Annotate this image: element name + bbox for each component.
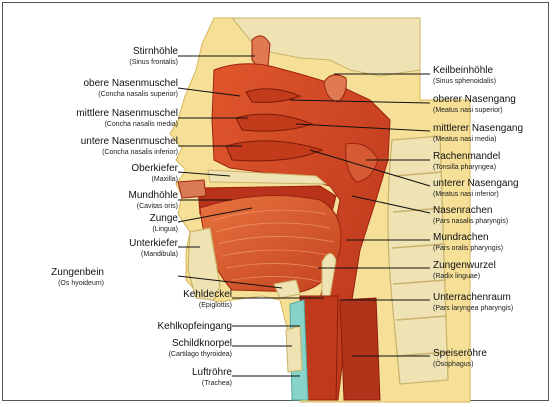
label-oberer-nasengang-main: oberer Nasengang (433, 95, 516, 105)
label-zungenbein: Zungenbein (Os hyoideum) (51, 268, 104, 289)
label-unterer-nasengang-main: unterer Nasengang (433, 179, 519, 189)
label-schildknorpel-sub: (Cartilago thyroidea) (169, 350, 232, 360)
esophagus-tube (340, 298, 380, 400)
label-nasenrachen: Nasenrachen (Pars nasalis pharyngis) (433, 206, 508, 227)
label-unterkiefer: Unterkiefer (Mandibula) (129, 239, 178, 260)
label-kehldeckel: Kehldeckel (Epiglottis) (183, 290, 232, 311)
label-unterer-nasengang-sub: (Meatus nasi inferior) (433, 190, 519, 200)
label-unterkiefer-main: Unterkiefer (129, 239, 178, 249)
label-nasenrachen-sub: (Pars nasalis pharyngis) (433, 217, 508, 227)
label-mundrachen: Mundrachen (Pars oralis pharyngis) (433, 233, 503, 254)
label-speiseroehre: Speiseröhre (Ösophagus) (433, 349, 487, 370)
label-oberer-nasengang-sub: (Meatus nasi superior) (433, 106, 516, 116)
label-mittlere-nasenmuschel-main: mittlere Nasenmuschel (76, 109, 178, 119)
label-keilbeinhoehle-sub: (Sinus sphenoidalis) (433, 77, 496, 87)
label-untere-nasenmuschel-main: untere Nasenmuschel (81, 137, 178, 147)
label-luftroehre: Luftröhre (Trachea) (192, 368, 232, 389)
label-untere-nasenmuschel-sub: (Concha nasalis inferior) (81, 148, 178, 158)
label-speiseroehre-sub: (Ösophagus) (433, 360, 487, 370)
label-luftroehre-main: Luftröhre (192, 368, 232, 378)
label-schildknorpel: Schildknorpel (Cartilago thyroidea) (169, 339, 232, 360)
label-zungenbein-main: Zungenbein (51, 268, 104, 278)
label-mittlerer-nasengang-sub: (Meatus nasi media) (433, 135, 523, 145)
label-mundhoehle: Mundhöhle (Cavitas oris) (129, 191, 178, 212)
label-unterrachenraum: Unterrachenraum (Pars laryngea pharyngis… (433, 293, 513, 314)
label-kehlkopfeingang-main: Kehlkopfeingang (157, 322, 232, 332)
label-unterrachenraum-main: Unterrachenraum (433, 293, 513, 303)
label-untere-nasenmuschel: untere Nasenmuschel (Concha nasalis infe… (81, 137, 178, 158)
label-zunge-sub: (Lingua) (150, 225, 178, 235)
label-unterkiefer-sub: (Mandibula) (129, 250, 178, 260)
label-keilbeinhoehle: Keilbeinhöhle (Sinus sphenoidalis) (433, 66, 496, 87)
label-mittlere-nasenmuschel: mittlere Nasenmuschel (Concha nasalis me… (76, 109, 178, 130)
label-kehlkopfeingang: Kehlkopfeingang (157, 322, 232, 332)
label-zunge-main: Zunge (150, 214, 178, 224)
label-mundhoehle-sub: (Cavitas oris) (129, 202, 178, 212)
label-zungenwurzel-main: Zungenwurzel (433, 261, 496, 271)
label-oberkiefer-sub: (Maxilla) (131, 175, 178, 185)
label-rachenmandel-main: Rachenmandel (433, 152, 500, 162)
thyroid-cartilage (286, 326, 302, 372)
label-unterrachenraum-sub: (Pars laryngea pharyngis) (433, 304, 513, 314)
label-schildknorpel-main: Schildknorpel (169, 339, 232, 349)
label-stirnhoehle-sub: (Sinus frontalis) (129, 58, 178, 68)
label-speiseroehre-main: Speiseröhre (433, 349, 487, 359)
label-rachenmandel-sub: (Tonsilla pharyngea) (433, 163, 500, 173)
label-oberkiefer: Oberkiefer (Maxilla) (131, 164, 178, 185)
label-oberkiefer-main: Oberkiefer (131, 164, 178, 174)
label-mundrachen-sub: (Pars oralis pharyngis) (433, 244, 503, 254)
label-stirnhoehle-main: Stirnhöhle (129, 47, 178, 57)
label-stirnhoehle: Stirnhöhle (Sinus frontalis) (129, 47, 178, 68)
label-keilbeinhoehle-main: Keilbeinhöhle (433, 66, 496, 76)
label-zungenwurzel-sub: (Radix linguae) (433, 272, 496, 282)
label-obere-nasenmuschel-main: obere Nasenmuschel (84, 79, 179, 89)
label-mundhoehle-main: Mundhöhle (129, 191, 178, 201)
label-zungenwurzel: Zungenwurzel (Radix linguae) (433, 261, 496, 282)
label-obere-nasenmuschel: obere Nasenmuschel (Concha nasalis super… (84, 79, 179, 100)
label-kehldeckel-main: Kehldeckel (183, 290, 232, 300)
label-mittlerer-nasengang: mittlerer Nasengang (Meatus nasi media) (433, 124, 523, 145)
label-mittlerer-nasengang-main: mittlerer Nasengang (433, 124, 523, 134)
label-mundrachen-main: Mundrachen (433, 233, 503, 243)
label-oberer-nasengang: oberer Nasengang (Meatus nasi superior) (433, 95, 516, 116)
label-mittlere-nasenmuschel-sub: (Concha nasalis media) (76, 120, 178, 130)
label-luftroehre-sub: (Trachea) (192, 379, 232, 389)
label-zungenbein-sub: (Os hyoideum) (51, 279, 104, 289)
label-rachenmandel: Rachenmandel (Tonsilla pharyngea) (433, 152, 500, 173)
upper-lip (178, 180, 206, 198)
frontal-sinus (252, 36, 270, 67)
label-zunge: Zunge (Lingua) (150, 214, 178, 235)
label-obere-nasenmuschel-sub: (Concha nasalis superior) (84, 90, 179, 100)
label-kehldeckel-sub: (Epiglottis) (183, 301, 232, 311)
label-unterer-nasengang: unterer Nasengang (Meatus nasi inferior) (433, 179, 519, 200)
label-nasenrachen-main: Nasenrachen (433, 206, 508, 216)
